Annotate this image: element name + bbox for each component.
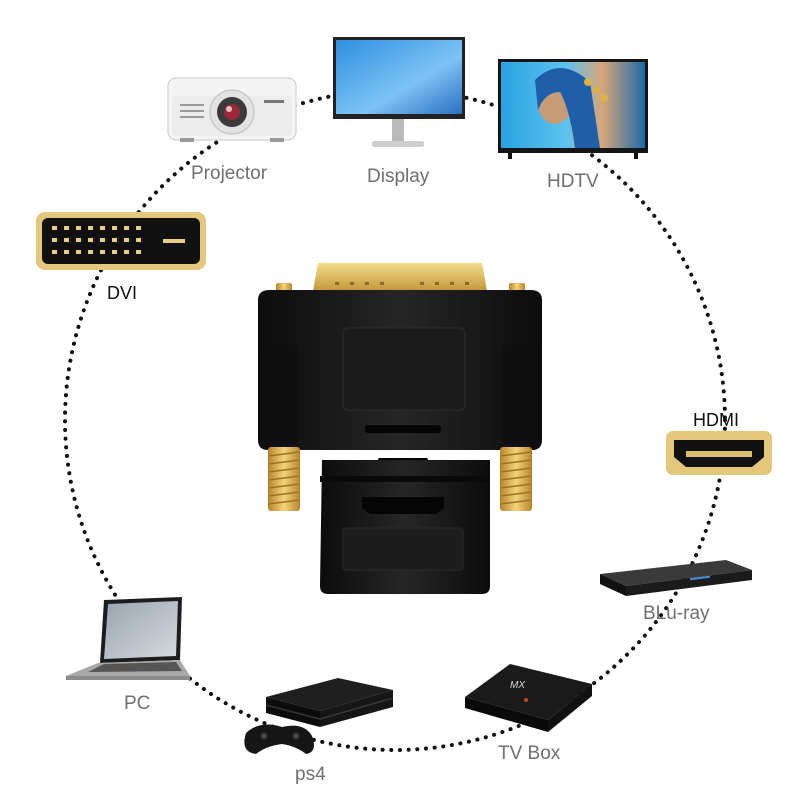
tv-box-icon: MX xyxy=(465,664,592,732)
ps4-console-icon xyxy=(265,678,394,727)
label-bluray: BLu-ray xyxy=(643,603,710,624)
label-projector: Projector xyxy=(191,163,268,184)
dvi-port-icon xyxy=(36,212,206,270)
label-pc: PC xyxy=(124,693,151,714)
label-dvi: DVI xyxy=(107,283,138,303)
label-ps4: ps4 xyxy=(295,764,326,785)
label-hdtv: HDTV xyxy=(547,171,599,192)
projector-icon xyxy=(167,77,297,142)
hdtv-icon xyxy=(498,59,648,159)
dvi-hdmi-adapter xyxy=(258,263,542,594)
laptop-icon xyxy=(66,597,190,680)
label-tv-box: TV Box xyxy=(498,743,561,764)
gamepad-icon xyxy=(244,724,314,754)
tv-box-brand: MX xyxy=(510,680,525,691)
display-icon xyxy=(333,37,465,147)
connection-circle xyxy=(63,88,727,752)
hdmi-port-icon xyxy=(666,431,772,475)
label-display: Display xyxy=(367,166,430,187)
bluray-player-icon xyxy=(600,560,752,596)
label-hdmi: HDMI xyxy=(693,410,739,430)
